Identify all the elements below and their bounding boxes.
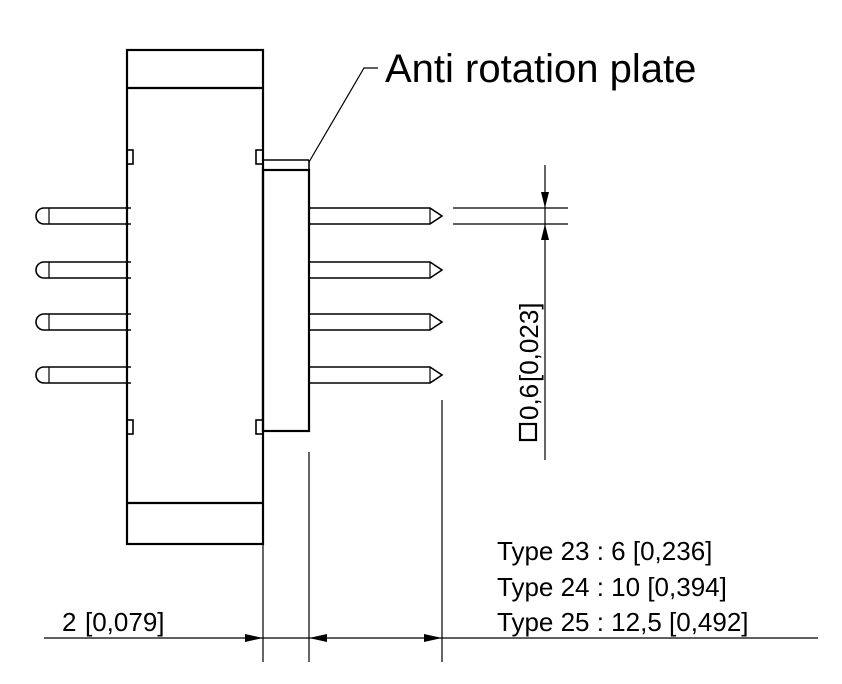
pin-size-value: 0,6: [514, 384, 544, 420]
callout-label: Anti rotation plate: [385, 47, 696, 91]
right-pin: [309, 366, 444, 384]
offset-dimension-inch: [0,079]: [85, 607, 165, 637]
type-list: Type 23 : 6 [0,236] Type 24 : 10 [0,394]…: [497, 536, 749, 637]
pin-size-inch: [0,023]: [514, 302, 544, 382]
bottom-dimension-lines: [44, 400, 818, 662]
pin-size-dimension: [453, 165, 568, 460]
right-pin: [309, 313, 444, 331]
right-pins: [309, 207, 444, 384]
type-row: Type 24 : 10 [0,394]: [497, 572, 727, 602]
type-row: Type 25 : 12,5 [0,492]: [497, 607, 749, 637]
left-pin: [35, 313, 131, 331]
left-pins: [35, 207, 131, 384]
left-pin: [35, 207, 131, 225]
callout-leader: [308, 67, 378, 163]
left-pin: [35, 261, 131, 279]
square-symbol-icon: [518, 422, 538, 442]
anti-rotation-plate: [261, 159, 311, 433]
connector-body: [125, 48, 265, 546]
pin-size-label: 0,6 [0,023]: [514, 302, 544, 442]
right-pin: [309, 261, 444, 279]
left-pin: [35, 366, 131, 384]
type-row: Type 23 : 6 [0,236]: [497, 536, 712, 566]
right-pin: [309, 207, 444, 225]
offset-dimension-value: 2: [62, 607, 76, 637]
